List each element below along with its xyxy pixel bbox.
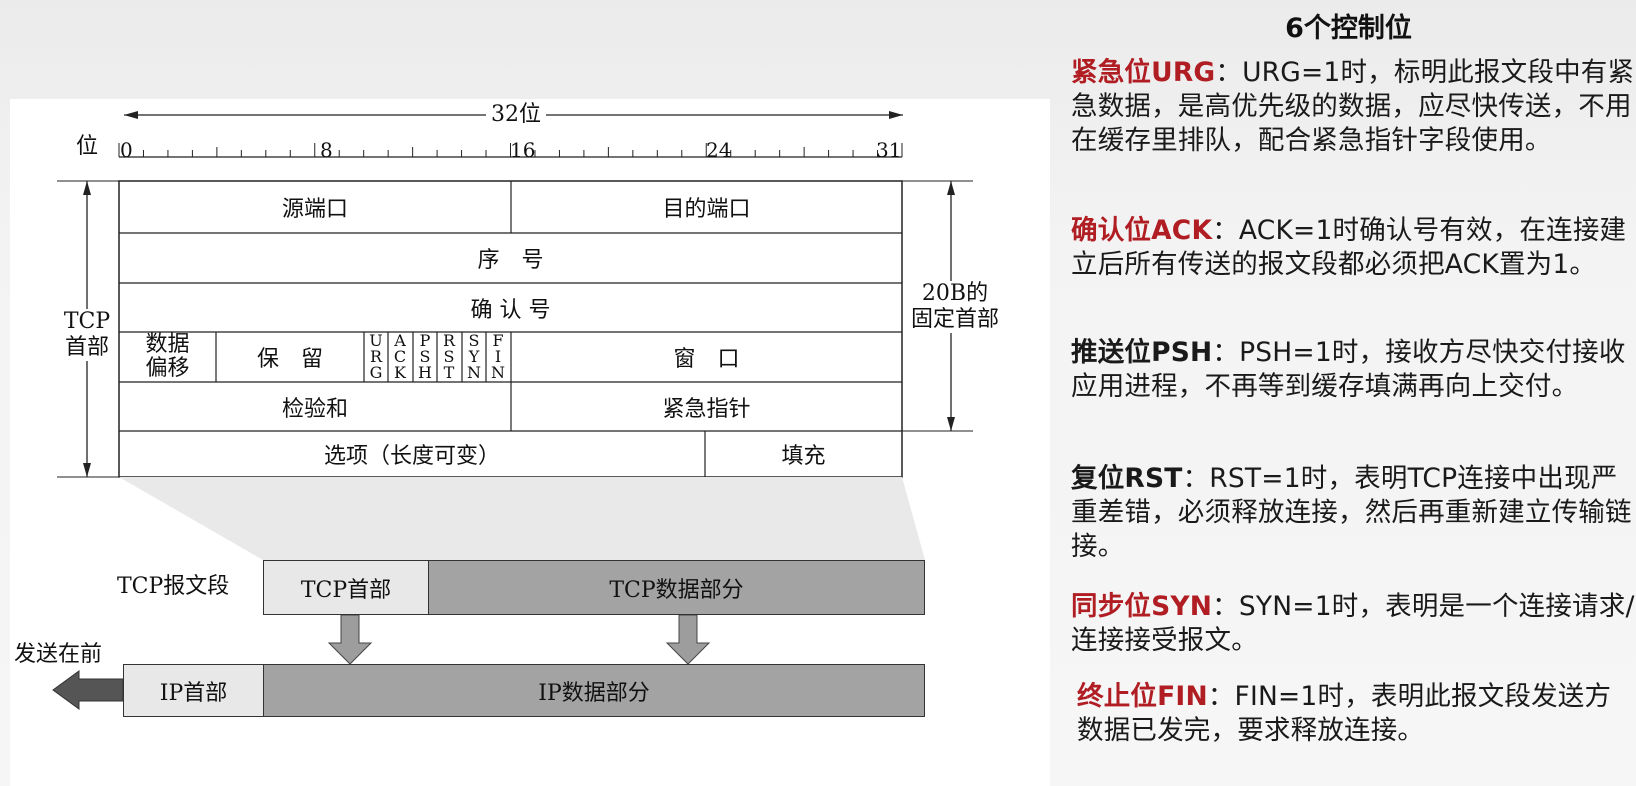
tcp-data-box: TCP数据部分 — [428, 560, 925, 615]
flag-psh: P S H — [418, 331, 432, 382]
panel-title: 6个控制位 — [1285, 13, 1412, 44]
ack-term: 确认位ACK — [1071, 215, 1213, 246]
rst-text: RST=1时，表明TCP连接中出现严重差错，必须释放连接，然后再重新建立传输链接… — [1071, 463, 1632, 562]
tcp-segment-label: TCP报文段 — [117, 574, 230, 599]
tick-label-8: 8 — [320, 138, 333, 162]
flag-rst: R S T — [442, 331, 456, 382]
psh-description: 推送位PSH：PSH=1时，接收方尽快交付接收应用进程，不再等到缓存填满再向上交… — [1071, 337, 1626, 402]
tcp-header-box: TCP首部 — [263, 560, 429, 615]
rst-term: 复位RST — [1071, 463, 1183, 494]
tick-label-24: 24 — [706, 138, 732, 162]
ip-data-box: IP数据部分 — [263, 664, 925, 717]
urg-description: 紧急位URG：URG=1时，标明此报文段中有紧急数据，是高优先级的数据，应尽快传… — [1071, 57, 1635, 156]
syn-term: 同步位SYN — [1071, 591, 1213, 622]
fin-description: 终止位FIN：FIN=1时，表明此报文段发送方数据已发完，要求释放连接。 — [1077, 681, 1612, 746]
ack-description: 确认位ACK：ACK=1时确认号有效，在连接建立后所有传送的报文段都必须把ACK… — [1071, 215, 1627, 280]
urg-text: URG=1时，标明此报文段中有紧急数据，是高优先级的数据，应尽快传送，不用在缓存… — [1071, 57, 1635, 156]
tick-label-0: 0 — [120, 138, 133, 162]
syn-text: SYN=1时，表明是一个连接请求/连接接受报文。 — [1071, 591, 1635, 656]
sequence-number-field: 序 号 — [477, 248, 544, 273]
options-field: 选项（长度可变） — [323, 444, 500, 469]
bit-axis-label: 位 — [76, 134, 99, 159]
rst-description: 复位RST：RST=1时，表明TCP连接中出现严重差错，必须释放连接，然后再重新… — [1071, 463, 1632, 562]
window-field: 窗 口 — [673, 347, 740, 372]
flag-fin: F I N — [491, 331, 505, 382]
urgent-pointer-field: 紧急指针 — [662, 396, 751, 422]
ip-header-box: IP首部 — [123, 664, 264, 717]
reserved-field: 保 留 — [256, 347, 323, 372]
flag-syn: S Y N — [467, 331, 481, 382]
bits-32-label: 32位 — [491, 102, 541, 127]
tick-label-16: 16 — [510, 138, 536, 162]
flag-urg: U R G — [369, 331, 383, 382]
psh-text: PSH=1时，接收方尽快交付接收应用进程，不再等到缓存填满再向上交付。 — [1071, 337, 1626, 402]
checksum-field: 检验和 — [281, 396, 348, 422]
control-bits-panel: 6个控制位 紧急位URG：URG=1时，标明此报文段中有紧急数据，是高优先级的数… — [1066, 0, 1634, 786]
diagram-lines — [52, 111, 973, 710]
fin-text: FIN=1时，表明此报文段发送方数据已发完，要求释放连接。 — [1077, 681, 1612, 746]
send-first-label: 发送在前 — [14, 642, 103, 667]
destination-port-field: 目的端口 — [662, 197, 751, 222]
padding-field: 填充 — [781, 444, 826, 469]
data-offset-field: 数据 偏移 — [145, 332, 190, 381]
syn-description: 同步位SYN：SYN=1时，表明是一个连接请求/连接接受报文。 — [1071, 591, 1635, 656]
tick-label-31: 31 — [876, 138, 902, 162]
source-port-field: 源端口 — [281, 197, 348, 222]
flag-ack: A C K — [393, 331, 407, 382]
urg-term: 紧急位URG — [1071, 57, 1216, 88]
tcp-header-side-label: TCP 首部 — [56, 309, 118, 361]
fin-term: 终止位FIN — [1077, 681, 1208, 712]
psh-term: 推送位PSH — [1071, 337, 1213, 368]
tcp-header-diagram: 位 32位 0 8 16 24 31 TCP 首部 20B的 固定首部 源端口 … — [10, 99, 1050, 786]
ack-text: ACK=1时确认号有效，在连接建立后所有传送的报文段都必须把ACK置为1。 — [1071, 215, 1627, 280]
fixed-header-side-label: 20B的 固定首部 — [905, 281, 1005, 333]
ack-number-field: 确 认 号 — [470, 297, 551, 323]
